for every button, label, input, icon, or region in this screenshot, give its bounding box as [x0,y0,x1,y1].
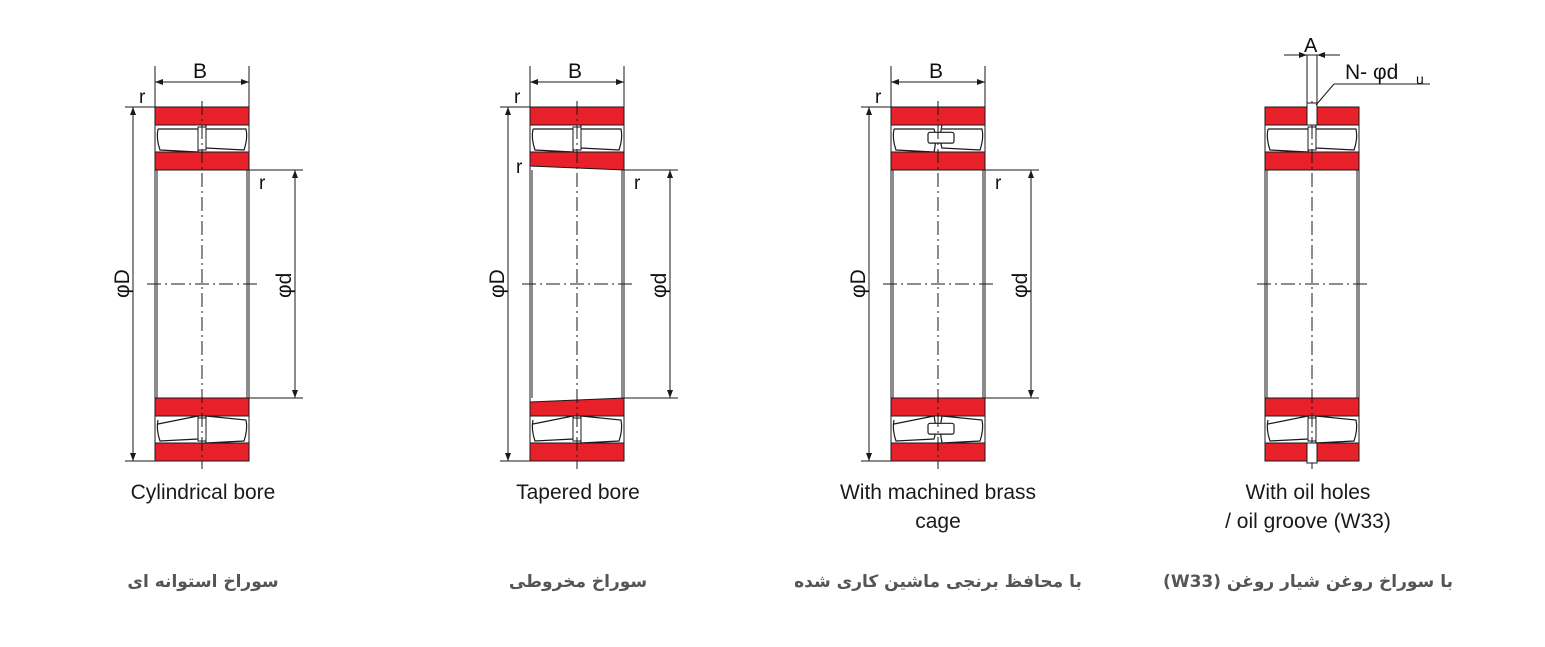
oil-hole-top [1306,102,1318,126]
groove-arrow-right [1317,52,1325,58]
brass-cage-pocket [927,422,955,435]
groove-arrow-left [1299,52,1307,58]
roller-left [892,415,937,442]
caption-fa-oil-holes: با سوراخ روغن شیار روغن (W33) [1163,572,1453,592]
caption-fa-tapered-bore: سوراخ مخروطی [508,572,648,592]
bore-dim-arrow-bottom [1028,390,1034,398]
roller-left [1266,415,1311,442]
radius-label-tapered: r [516,157,523,178]
width-arrow-right [616,79,624,85]
width-arrow-right [241,79,249,85]
groove-width-label: A [1304,35,1318,57]
oil-hole-leader [1315,83,1335,106]
caption-cylindrical-bore: Cylindrical bore [130,481,276,504]
bearing-cylindrical: Br r φD φd [111,60,303,469]
bore-label: φd [648,273,671,298]
radius-label-inner: r [259,173,266,194]
radius-label-top: r [875,87,882,108]
radius-label-inner: r [634,173,641,194]
roller-right [578,415,623,444]
roller-right [1313,124,1358,151]
bore-dim-arrow-bottom [667,390,673,398]
od-label: φD [111,269,134,298]
width-arrow-right [977,79,985,85]
caption-machined-brass-cage: With machined brass cage [839,481,1037,533]
roller-left [1266,128,1311,153]
caption-fa-machined-brass-cage: با محافظ برنجی ماشین کاری شده [794,572,1082,592]
bore-dim-arrow-top [292,170,298,178]
roller-left [531,415,576,442]
od-dim-arrow-top [866,107,872,115]
od-dim-arrow-bottom [505,453,511,461]
bore-dim-arrow-top [1028,170,1034,178]
roller-right [203,124,248,151]
width-arrow-left [530,79,538,85]
od-dim-arrow-top [130,107,136,115]
bore-dim-arrow-bottom [292,390,298,398]
od-dim-arrow-top [505,107,511,115]
roller-left [156,128,201,153]
bearing-tapered: Br r r φD φd [486,60,678,469]
width-arrow-left [155,79,163,85]
roller-left [156,415,201,442]
bearing-brass: Br r φD φd [847,60,1039,469]
caption-fa-cylindrical-bore: سوراخ استوانه ای [127,572,279,592]
radius-label-top: r [139,87,146,108]
bearing-oil: A N- φd u [1257,35,1430,469]
width-label: B [193,60,207,83]
width-label: B [568,60,582,83]
caption-tapered-bore: Tapered bore [516,481,640,504]
od-label: φD [847,269,870,298]
bore-dim-arrow-top [667,170,673,178]
od-dim-arrow-bottom [866,453,872,461]
width-label: B [929,60,943,83]
oil-holes-label: N- φd [1345,61,1398,84]
radius-label-top: r [514,87,521,108]
roller-right [203,415,248,444]
oil-holes-sub-label: u [1416,71,1424,87]
bore-label: φd [1009,273,1032,298]
radius-label-inner: r [995,173,1002,194]
width-arrow-left [891,79,899,85]
roller-left [531,128,576,153]
caption-oil-holes: With oil holes / oil groove (W33) [1225,481,1391,533]
od-dim-arrow-bottom [130,453,136,461]
brass-cage-pocket [927,131,955,144]
roller-right [1313,415,1358,444]
od-label: φD [486,269,509,298]
oil-hole-bottom [1306,442,1318,464]
bore-label: φd [273,273,296,298]
roller-right [578,124,623,151]
